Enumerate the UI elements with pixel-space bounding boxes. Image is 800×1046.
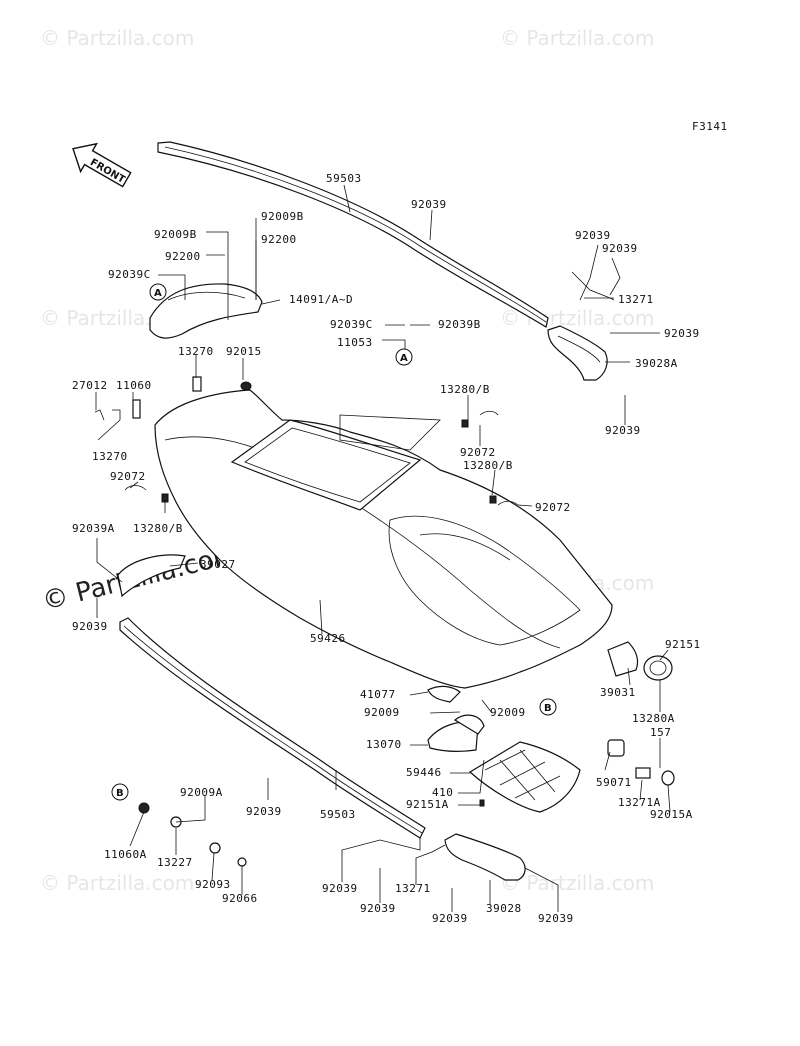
label-157: 157 [650,726,671,739]
label-92039: 92039 [72,620,108,633]
label-39027: 39027 [200,558,236,571]
cover-39028 [444,833,526,881]
label-92039: 92039 [411,198,447,211]
label-13270: 13270 [92,450,128,463]
part-39031 [607,641,673,681]
watermark-text: © Partzilla.com [40,26,194,50]
gunwale-strip-bottom [119,617,426,839]
label-92072: 92072 [460,446,496,459]
label-92039: 92039 [322,882,358,895]
callout-a-2: A [395,348,413,366]
callout-letter: A [400,353,408,364]
label-92039: 92039 [605,424,641,437]
label-59503: 59503 [326,172,362,185]
label-92015A: 92015A [650,808,693,821]
label-92009B: 92009B [154,228,197,241]
leader-lines [95,184,671,912]
label-59071: 59071 [596,776,632,789]
label-92009B: 92009B [261,210,304,223]
label-92039: 92039 [602,242,638,255]
label-92151A: 92151A [406,798,449,811]
label-13070: 13070 [366,738,402,751]
callout-b-1: B [539,698,557,716]
label-92200: 92200 [261,233,297,246]
label-92039B: 92039B [438,318,481,331]
label-13271: 13271 [395,882,431,895]
label-92072: 92072 [535,501,571,514]
label-92009: 92009 [364,706,400,719]
fasteners [94,376,519,867]
part-13070 [427,714,485,752]
cover-14091 [149,283,263,339]
label-39031: 39031 [600,686,636,699]
label-92039: 92039 [360,902,396,915]
label-92039: 92039 [575,229,611,242]
ride-plate-59446 [468,741,581,813]
label-92015: 92015 [226,345,262,358]
label-13280B: 13280/B [440,383,490,396]
label-14091: 14091/A~D [289,293,353,306]
label-92039: 92039 [246,805,282,818]
label-410: 410 [432,786,453,799]
label-92039: 92039 [538,912,574,925]
cover-39028A [547,325,608,381]
label-13271A: 13271A [618,796,661,809]
label-11060A: 11060A [104,848,147,861]
label-92039C: 92039C [330,318,373,331]
label-92039: 92039 [664,327,700,340]
gunwale-strip-top [157,141,549,328]
label-59426: 59426 [310,632,346,645]
label-59503: 59503 [320,808,356,821]
watermark-text: © Partzilla.com [500,26,654,50]
watermark-text: © Partzilla.com [500,871,654,895]
label-92066: 92066 [222,892,258,905]
part-labels: 59503 92039 92009B 92009B 92200 92200 92… [72,172,701,925]
callout-letter: B [544,703,552,714]
callout-letter: A [154,288,162,299]
hull-59426 [154,389,613,689]
label-13271: 13271 [618,293,654,306]
label-13280B: 13280/B [133,522,183,535]
label-92009A: 92009A [180,786,223,799]
watermark-text: © Partzilla.com [40,871,194,895]
label-92039: 92039 [432,912,468,925]
label-13227: 13227 [157,856,193,869]
callout-b-2: B [111,783,129,801]
label-11060: 11060 [116,379,152,392]
label-39028: 39028 [486,902,522,915]
figure-code: F3141 [692,120,728,133]
label-27012: 27012 [72,379,108,392]
front-arrow-icon: FRONT [72,142,132,188]
label-92093: 92093 [195,878,231,891]
callout-a-1: A [149,283,167,301]
label-92039A: 92039A [72,522,115,535]
label-13280A: 13280A [632,712,675,725]
part-41077 [427,685,461,703]
label-92200: 92200 [165,250,201,263]
label-92039C: 92039C [108,268,151,281]
label-13270: 13270 [178,345,214,358]
callout-letter: B [116,788,124,799]
label-41077: 41077 [360,688,396,701]
cover-39027 [117,554,186,598]
label-39028A: 39028A [635,357,678,370]
label-59446: 59446 [406,766,442,779]
label-92009: 92009 [490,706,526,719]
label-92151: 92151 [665,638,701,651]
label-13280B: 13280/B [463,459,513,472]
label-92072: 92072 [110,470,146,483]
label-11053: 11053 [337,336,373,349]
